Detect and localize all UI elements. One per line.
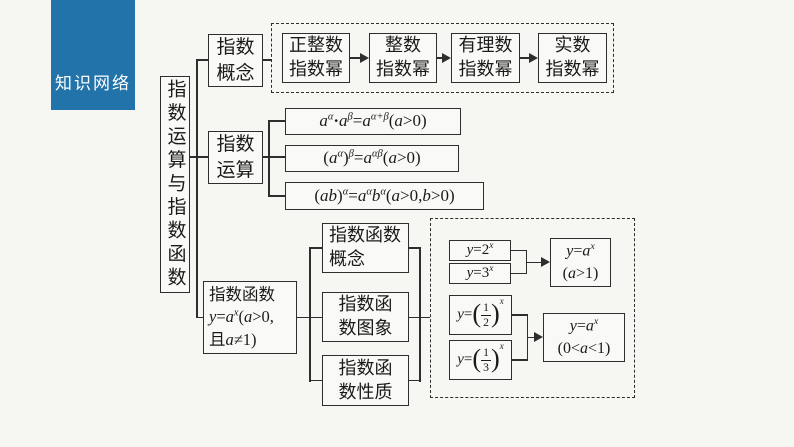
power-chain-item-label: 实数 [554,35,591,56]
example-y-2x: y=2x [466,241,494,259]
arrow2-line [526,336,535,339]
arrow1-line [525,261,542,264]
connector-examples-vertical [419,247,421,382]
power-chain-item-label: 正整数 [289,35,343,56]
right-arrow-icon [534,332,543,342]
root-node-box: 指数运算与指数函数 [160,76,190,293]
subtopic-concept-line1: 指数函数 [329,225,401,246]
branch-operation-box: 指数 运算 [208,131,263,184]
branch-concept-line2: 概念 [216,62,255,84]
result-0-a-1-box: y=ax (0<a<1) [543,313,625,362]
formula-product-rule-box: aα·aβ=aα+β(a>0) [285,108,461,135]
connector-subtopic-concept [309,247,322,249]
branch-function-condition: 且a≠1) [209,329,257,349]
connector-to-function [196,316,204,319]
branch-function-title: 指数函数 [209,285,275,305]
result-0-a-1-line1: y=ax [569,315,599,335]
subtopic-graph-box: 指数函 数图象 [322,292,409,342]
power-chain-dashed-container [271,23,614,93]
power-chain-item-label: 指数幂 [289,59,343,79]
subtopic-concept-box: 指数函数 概念 [322,223,409,273]
result-a-greater-1-box: y=ax (a>1) [550,238,611,287]
formula-product-rule: aα·aβ=aα+β(a>0) [319,111,427,131]
subtopic-property-box: 指数函 数性质 [322,355,409,406]
subtopic-concept-line2: 概念 [329,249,365,269]
result-0-a-1-line2: (0<a<1) [557,339,611,357]
connector-subtopic3-right [409,379,420,382]
branch-function-box: 指数函数 y=ax(a>0, 且a≠1) [203,281,297,354]
branch-function-formula: y=ax(a>0, [209,307,274,327]
power-chain-item-label: 指数幂 [376,59,430,79]
branch-concept-box: 指数 概念 [208,34,263,87]
connector-operation-to-formulas [262,156,285,158]
power-chain-item-label: 指数幂 [545,59,600,79]
subtopic-property-line1: 指数函 [338,357,393,378]
connector-formula-3 [268,195,285,197]
chain-arrow-3-line [519,57,530,59]
root-node-label: 指数运算与指数函数 [164,78,186,291]
connector-formulas-vertical [268,120,270,197]
result-a-greater-1-line1: y=ax [566,240,595,260]
formula-power-rule: (aα)β=aαβ(a>0) [323,148,421,168]
power-chain-item-label: 有理数 [458,35,513,56]
connector-subtopic1-right [409,247,420,249]
examples-dashed-container [430,218,635,398]
connector-subtopic2-right [409,316,430,319]
example-y-3x: y=3x [466,264,494,282]
power-chain-item-real: 实数 指数幂 [538,33,607,83]
connector-formula-1 [268,120,285,122]
connector-root-to-operation [189,156,208,158]
right-arrow-icon [541,257,550,267]
formula-distributive-rule-box: (ab)α=aαbα(a>0,b>0) [285,182,484,210]
branch-operation-line1: 指数 [216,134,255,156]
connector-main-vertical [196,59,198,318]
connector-concept-to-chain [262,59,272,61]
connector-subtopics-vertical [309,247,311,382]
example-y-2x-box: y=2x [449,240,511,261]
subtopic-property-line2: 数性质 [338,381,393,402]
power-chain-item-positive-integer: 正整数 指数幂 [282,33,350,83]
chain-right-arrow-icon [442,52,451,63]
bracket2-bottom [512,359,528,361]
power-chain-item-label: 指数幂 [458,59,513,79]
subtopic-graph-line2: 数图象 [338,318,393,338]
bracket1-bottom [511,272,527,275]
bracket1-top [511,249,527,252]
power-chain-item-rational: 有理数 指数幂 [451,33,520,83]
formula-distributive-rule: (ab)α=aαbα(a>0,b>0) [314,185,455,205]
example-y-3x-box: y=3x [449,263,511,284]
knowledge-network-tab: 知识网络 [51,0,135,110]
subtopic-graph-line1: 指数函 [338,294,393,315]
connector-to-concept [196,59,208,61]
branch-concept-line1: 指数 [216,37,255,59]
bracket2-top [512,314,528,316]
branch-operation-line2: 运算 [216,159,255,181]
chain-right-arrow-icon [360,52,369,63]
chain-arrow-2-line [437,57,443,59]
chain-arrow-1-line [350,57,361,59]
connector-subtopic-property [309,379,322,382]
result-a-greater-1-line2: (a>1) [562,264,599,282]
chain-right-arrow-icon [529,52,538,63]
formula-power-rule-box: (aα)β=aαβ(a>0) [285,145,459,172]
power-chain-item-label: 整数 [385,35,421,56]
knowledge-network-tab-label: 知识网络 [55,74,131,93]
power-chain-item-integer: 整数 指数幂 [369,33,437,83]
